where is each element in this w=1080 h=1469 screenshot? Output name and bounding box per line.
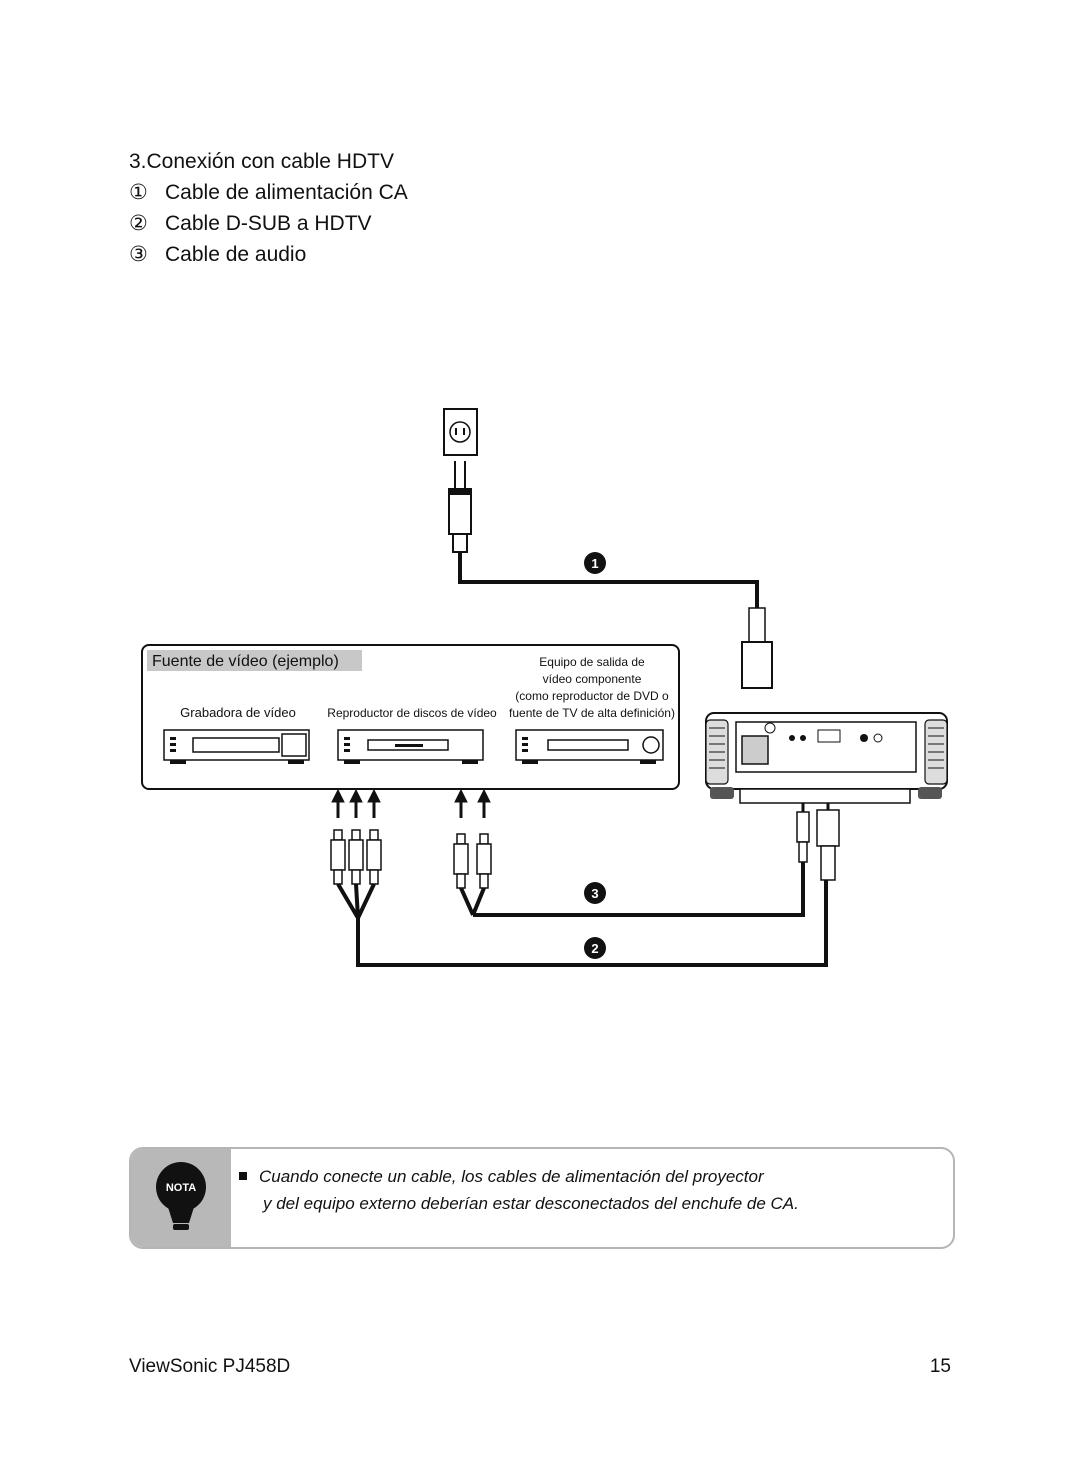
power-plug-icon: [448, 461, 472, 553]
arrow-up-icon: [331, 788, 491, 818]
item-audio-cable: ③ Cable de audio: [129, 239, 408, 270]
callout-3: 3: [584, 882, 606, 904]
component-label-2: vídeo componente: [543, 672, 642, 686]
component-label-1: Equipo de salida de: [539, 655, 645, 669]
dvd-label: Reproductor de discos de vídeo: [327, 706, 497, 720]
section-heading: 3.Conexión con cable HDTV ① Cable de ali…: [129, 146, 408, 270]
component-label-4: fuente de TV de alta definición): [509, 706, 675, 720]
note-sidebar: NOTA: [131, 1149, 231, 1247]
callout-2: 2: [584, 937, 606, 959]
item-label: Cable de audio: [165, 243, 307, 266]
power-connector-icon: [741, 607, 773, 689]
item-power-cable: ① Cable de alimentación CA: [129, 177, 408, 208]
vcr-label: Grabadora de vídeo: [180, 705, 296, 720]
component-label-3: (como reproductor de DVD o: [515, 689, 669, 703]
bullet-icon: [239, 1171, 247, 1180]
source-title-bg: [147, 650, 362, 671]
dvd-player-icon: [337, 729, 484, 764]
item-dsub-cable: ② Cable D-SUB a HDTV: [129, 208, 408, 239]
vcr-device-icon: [163, 729, 310, 764]
source-title: Fuente de vídeo (ejemplo): [152, 653, 339, 670]
item-label: Cable D-SUB a HDTV: [165, 212, 372, 235]
power-cable: [458, 552, 759, 610]
svg-text:2: 2: [591, 941, 598, 956]
footer-page-number: 15: [929, 1356, 951, 1377]
rca-plug-icon: [330, 829, 382, 885]
item-number: ②: [129, 212, 148, 235]
lightbulb-icon: NOTA: [156, 1162, 206, 1230]
audio-plug-icon: [453, 833, 492, 889]
svg-text:3: 3: [591, 886, 598, 901]
component-device-icon: [515, 729, 664, 764]
note-line-1: Cuando conecte un cable, los cables de a…: [259, 1167, 764, 1186]
footer-model: ViewSonic PJ458D: [129, 1356, 291, 1377]
item-number: ①: [129, 181, 148, 204]
dsub-hdtv-cable: [336, 880, 828, 967]
note-line-2: y del equipo externo deberían estar desc…: [263, 1194, 799, 1213]
svg-text:1: 1: [591, 556, 598, 571]
audio-cable: [459, 862, 805, 917]
wall-outlet-icon: [443, 408, 478, 456]
section-title: 3.Conexión con cable HDTV: [129, 150, 394, 173]
note-icon-label: NOTA: [166, 1182, 196, 1194]
note-box: NOTA Cuando conecte un cable, los cables…: [129, 1147, 955, 1249]
callout-1: 1: [584, 552, 606, 574]
item-label: Cable de alimentación CA: [165, 181, 408, 204]
note-text: Cuando conecte un cable, los cables de a…: [239, 1163, 799, 1217]
projector-icon: [705, 712, 948, 804]
item-number: ③: [129, 243, 148, 266]
